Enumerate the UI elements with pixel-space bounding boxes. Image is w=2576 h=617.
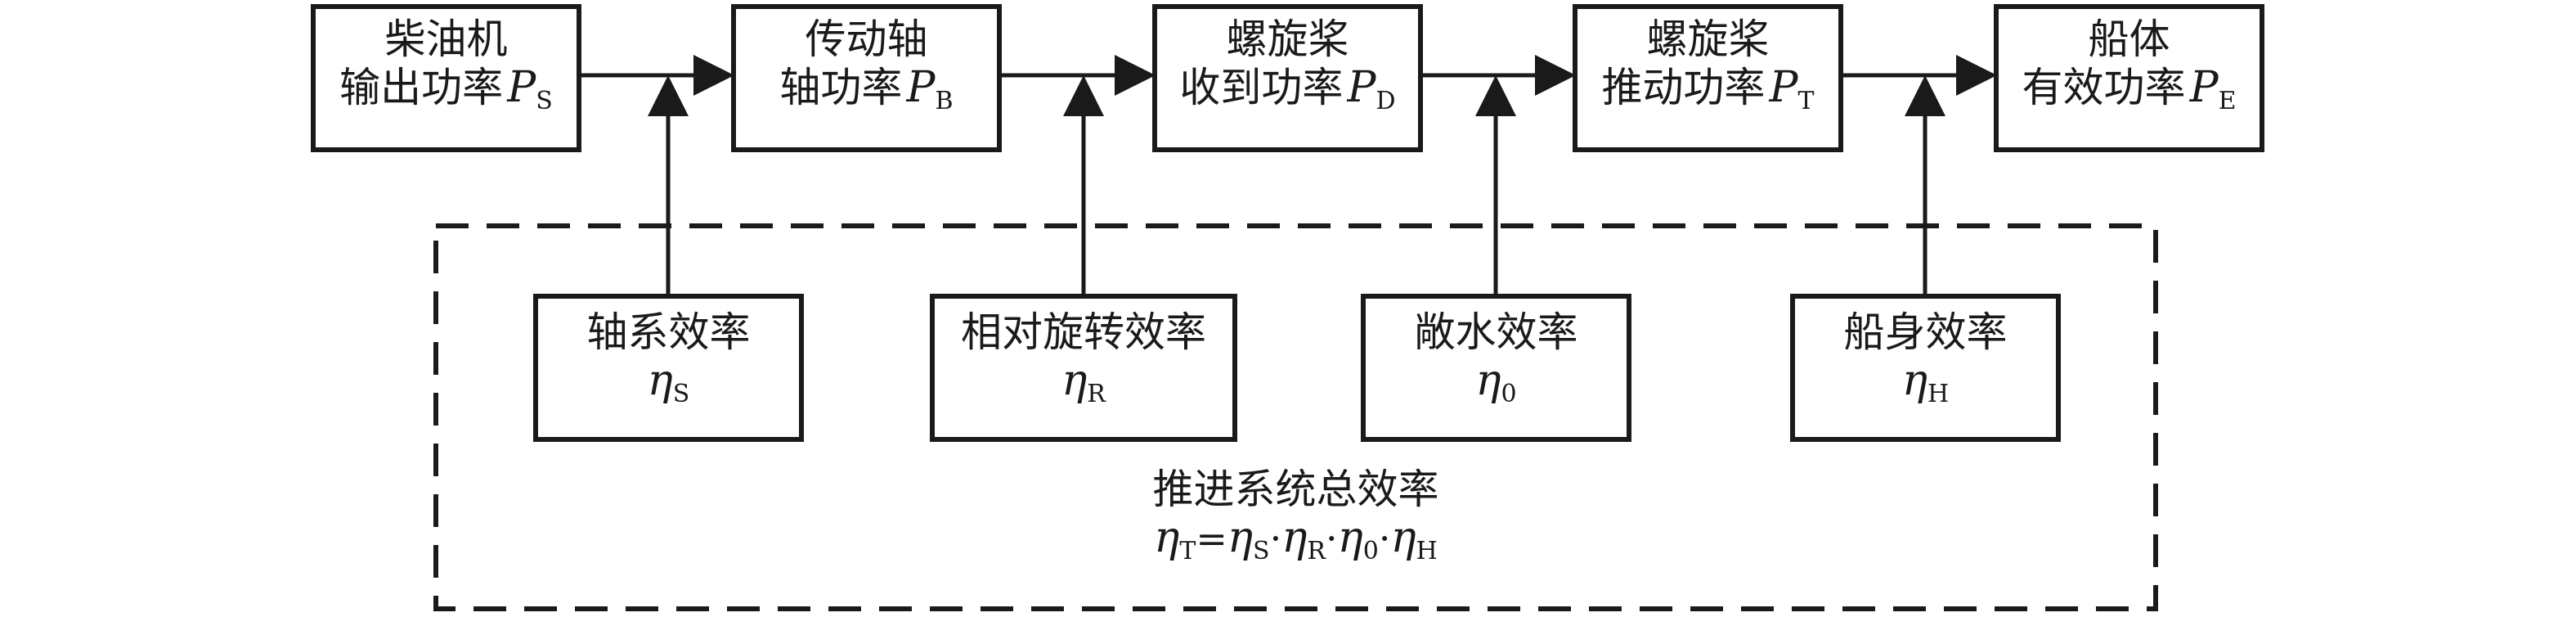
- eta-symbol: η: [1901, 355, 1928, 405]
- power-symbol: P: [906, 62, 936, 112]
- multiply-dot: ·: [1269, 516, 1282, 561]
- power-subscript: S: [536, 86, 553, 115]
- multiply-dot: ·: [1325, 516, 1338, 561]
- eta-symbol: η: [1475, 355, 1501, 405]
- power-subscript: B: [935, 86, 954, 115]
- eta-symbol: η: [647, 355, 673, 405]
- hull-efficiency-label: 船身效率 ηH: [1793, 308, 2058, 408]
- total-efficiency-title: 推进系统总效率: [1152, 466, 1439, 513]
- hull-efficiency-title: 船身效率: [1843, 308, 2008, 356]
- eta-subscript: R: [1087, 379, 1106, 408]
- hull-efficiency-box: [1790, 294, 2061, 442]
- diesel-engine-power-label: 输出功率: [339, 63, 504, 111]
- multiply-dot: ·: [1378, 516, 1391, 561]
- diesel-engine-title: 柴油机: [384, 16, 508, 63]
- propeller-thrust-box: [1573, 4, 1843, 152]
- hull-effective-box: [1994, 4, 2264, 152]
- diesel-engine-label: 柴油机 输出功率 PS: [313, 16, 579, 115]
- power-symbol: P: [1347, 62, 1376, 112]
- relative-rotative-efficiency-box: [930, 294, 1237, 442]
- shaft-efficiency-label: 轴系效率 ηS: [536, 308, 801, 408]
- open-water-efficiency-title: 敞水效率: [1414, 308, 1578, 356]
- propeller-received-label: 螺旋桨 收到功率 PD: [1155, 16, 1420, 115]
- open-water-efficiency-box: [1361, 294, 1631, 442]
- eta-symbol: η: [1281, 512, 1308, 562]
- eta-subscript: R: [1307, 536, 1326, 565]
- shaft-efficiency-box: [533, 294, 804, 442]
- hull-effective-title: 船体: [2088, 16, 2170, 63]
- propeller-thrust-title: 螺旋桨: [1646, 16, 1770, 63]
- power-symbol: P: [507, 62, 536, 112]
- shaft-efficiency-title: 轴系效率: [586, 308, 751, 356]
- total-efficiency-formula: ηT=ηS·ηR·η0·ηH: [436, 512, 2156, 566]
- total-efficiency-region: [433, 223, 2158, 611]
- drive-shaft-box: [731, 4, 1002, 152]
- power-subscript: D: [1376, 86, 1396, 115]
- eta-subscript: S: [1253, 536, 1270, 565]
- eta-symbol: η: [1337, 512, 1363, 562]
- hull-effective-power-label: 有效功率: [2022, 63, 2186, 111]
- diesel-engine-box: [311, 4, 581, 152]
- eta-subscript: H: [1927, 379, 1950, 408]
- hull-effective-label: 船体 有效功率 PE: [1996, 16, 2262, 115]
- power-subscript: T: [1797, 86, 1815, 115]
- eta-symbol: η: [1154, 512, 1180, 562]
- eta-subscript: H: [1416, 536, 1438, 565]
- drive-shaft-label: 传动轴 轴功率 PB: [734, 16, 999, 115]
- drive-shaft-title: 传动轴: [805, 16, 928, 63]
- relative-rotative-efficiency-title: 相对旋转效率: [961, 308, 1206, 356]
- eta-subscript: 0: [1501, 379, 1517, 408]
- eta-symbol: η: [1227, 512, 1254, 562]
- propeller-received-title: 螺旋桨: [1226, 16, 1349, 63]
- open-water-efficiency-label: 敞水效率 η0: [1363, 308, 1629, 408]
- eta-subscript: T: [1179, 536, 1196, 565]
- eta-subscript: 0: [1362, 536, 1379, 565]
- power-symbol: P: [2189, 62, 2219, 112]
- eta-subscript: S: [672, 379, 690, 408]
- drive-shaft-power-label: 轴功率: [779, 63, 903, 111]
- total-efficiency-label: 推进系统总效率 ηT=ηS·ηR·η0·ηH: [436, 466, 2156, 565]
- eta-symbol: η: [1390, 512, 1416, 562]
- propeller-thrust-label: 螺旋桨 推动功率 PT: [1575, 16, 1841, 115]
- power-subscript: E: [2218, 86, 2237, 115]
- propeller-received-power-label: 收到功率: [1179, 63, 1344, 111]
- power-symbol: P: [1769, 62, 1798, 112]
- equals-sign: =: [1196, 516, 1227, 561]
- propeller-thrust-power-label: 推动功率: [1601, 63, 1766, 111]
- eta-symbol: η: [1061, 355, 1088, 405]
- relative-rotative-efficiency-label: 相对旋转效率 ηR: [932, 308, 1235, 408]
